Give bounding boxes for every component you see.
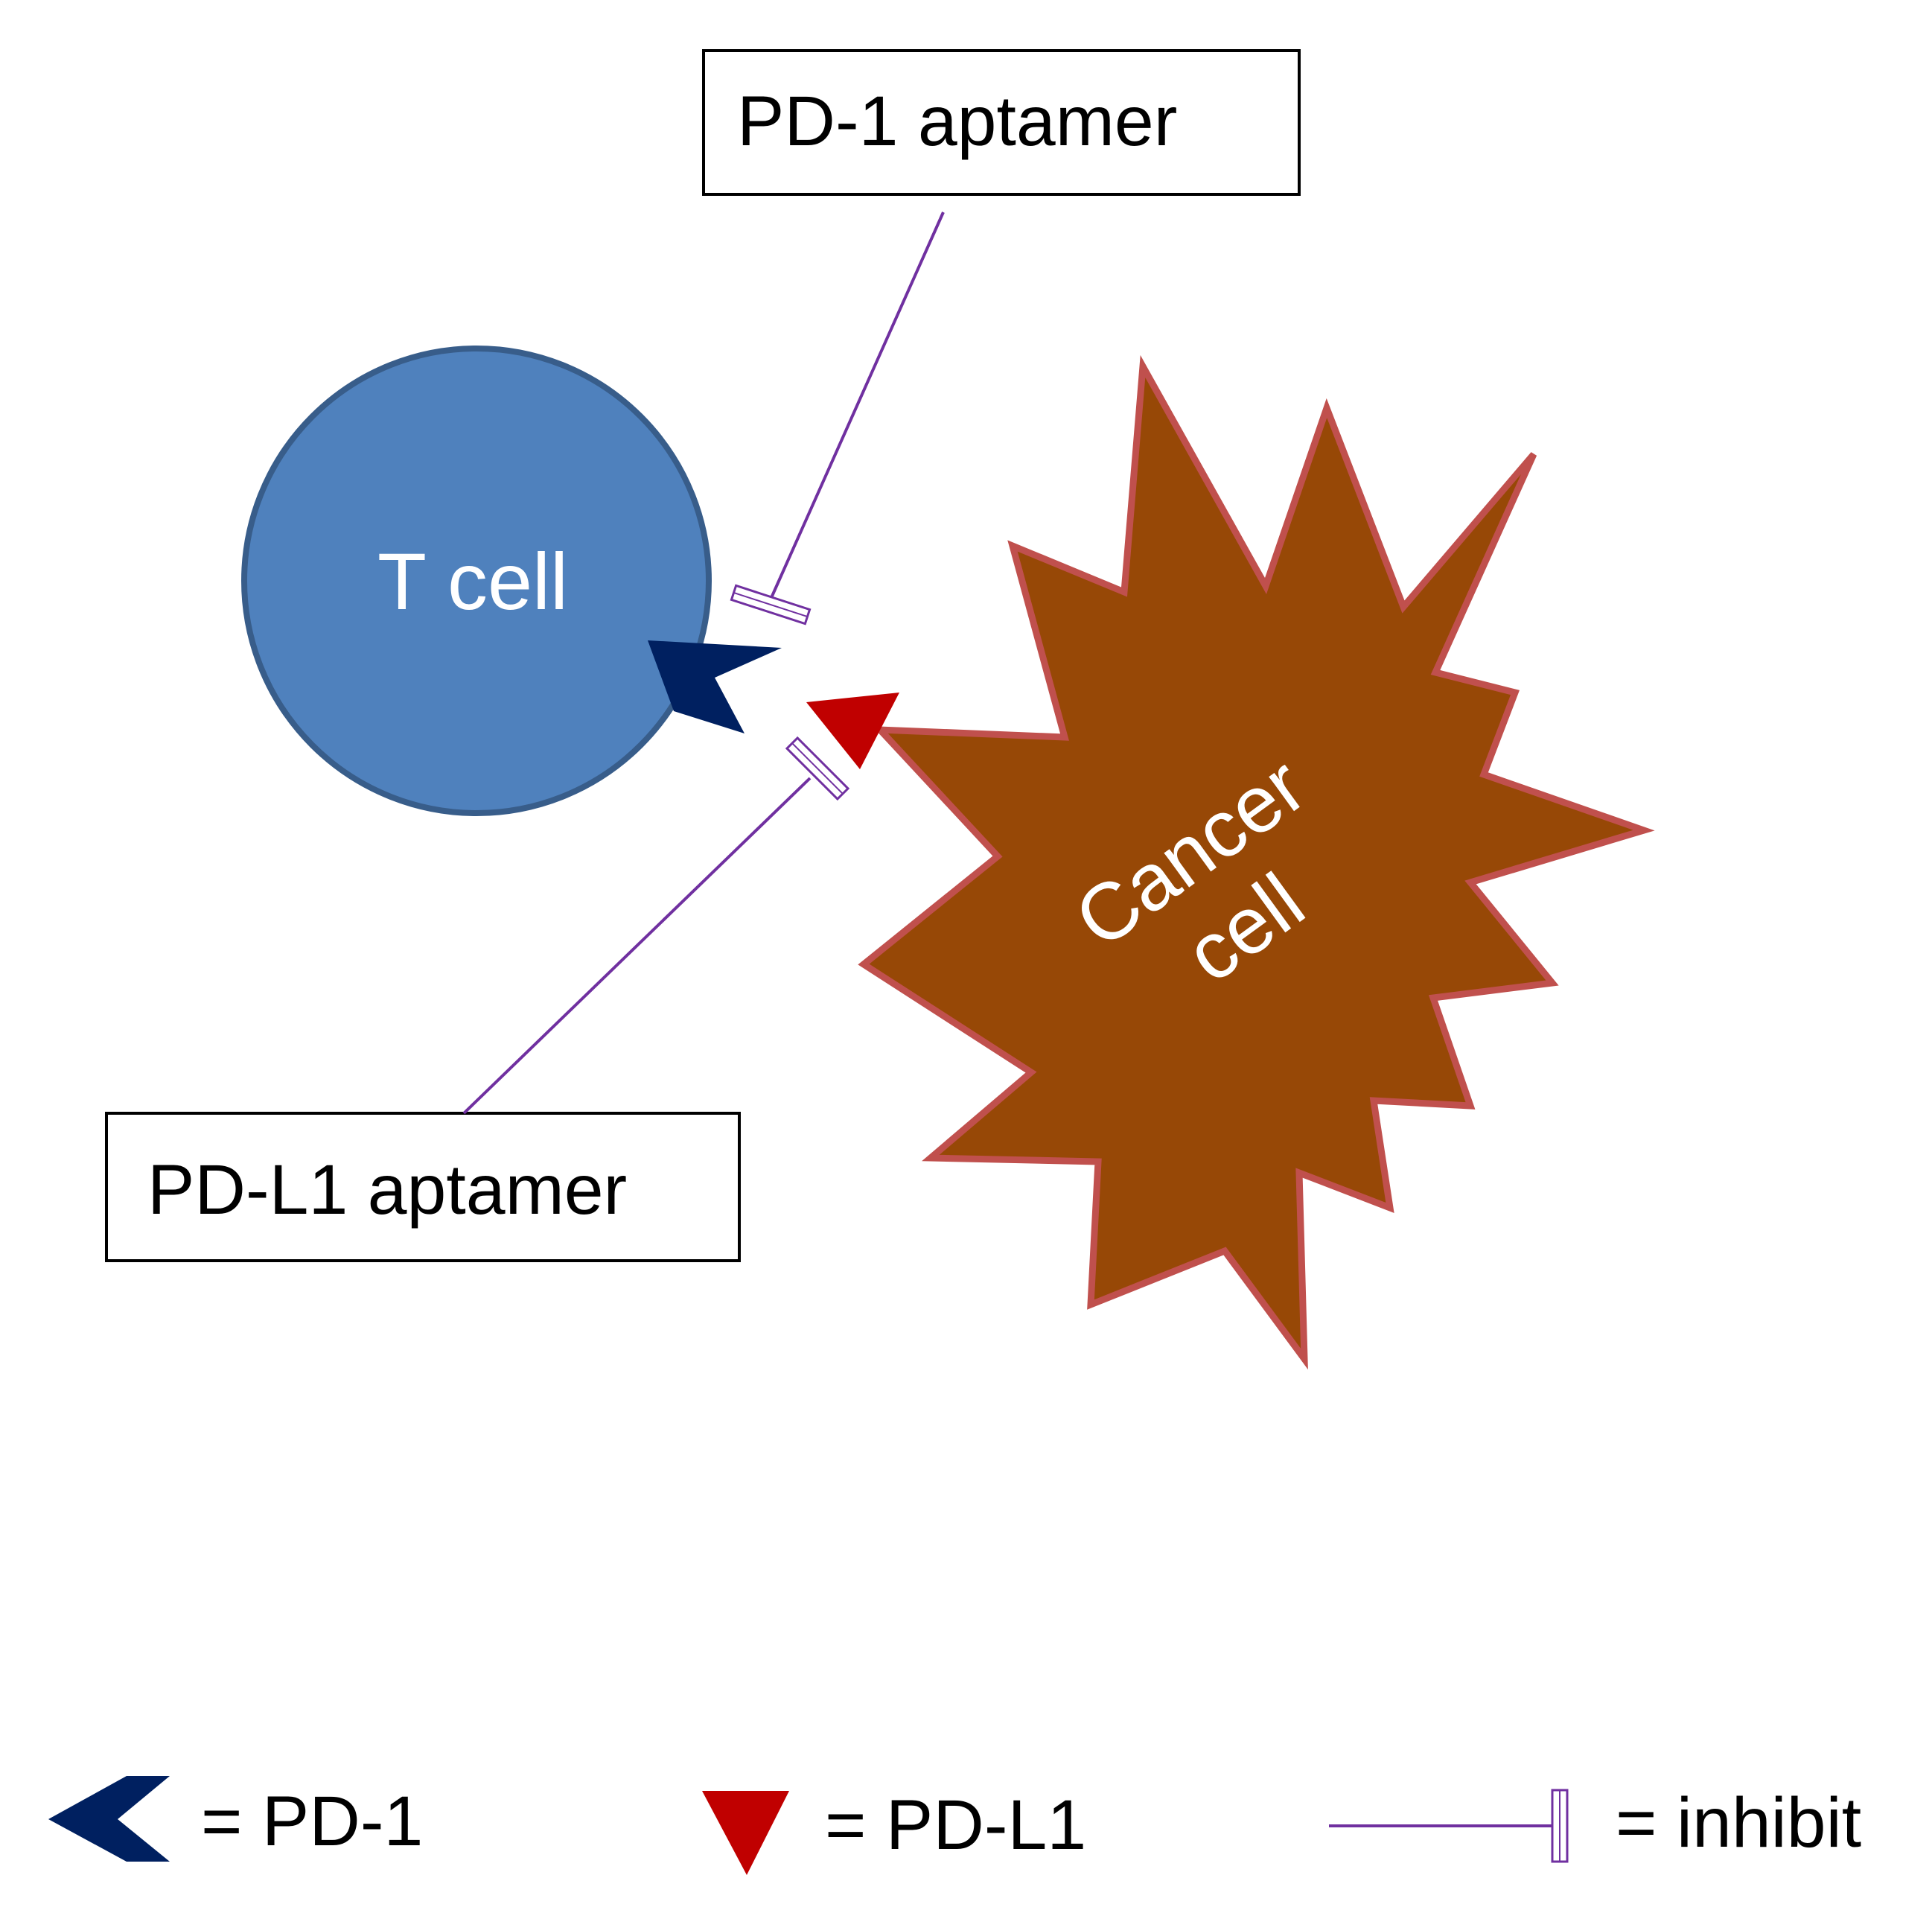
legend-inhibit-label: = inhibit xyxy=(1616,1783,1861,1862)
t-cell-label: T cell xyxy=(377,536,568,626)
legend-pdl1-label: = PD-L1 xyxy=(825,1786,1086,1865)
pd1-aptamer-label: PD-1 aptamer xyxy=(737,82,1177,161)
inhibit-bar-icon xyxy=(1551,1789,1569,1863)
cancer-cell: Cancer cell xyxy=(858,354,1655,1370)
pdl1-triangle-icon xyxy=(702,1791,789,1875)
legend: = PD-1 = PD-L1 = inhibit xyxy=(48,1776,1861,1875)
pdl1-ligand-icon xyxy=(806,693,899,769)
pd1-receptor-icon xyxy=(648,640,782,733)
legend-item-pdl1: = PD-L1 xyxy=(702,1786,1086,1875)
pd1-inhibit-bar-icon xyxy=(730,584,812,626)
pdl1-aptamer-inhibit-line xyxy=(462,736,850,1115)
pdl1-aptamer-label-box: PD-L1 aptamer xyxy=(105,1112,741,1262)
pd1-aptamer-label-box: PD-1 aptamer xyxy=(702,49,1301,196)
pdl1-aptamer-label: PD-L1 aptamer xyxy=(147,1150,627,1229)
t-cell: T cell xyxy=(241,346,712,816)
legend-item-inhibit: = inhibit xyxy=(1329,1783,1861,1863)
pd1-aptamer-inhibit-line xyxy=(730,211,945,626)
legend-item-pd1: = PD-1 xyxy=(48,1776,423,1862)
legend-pd1-label: = PD-1 xyxy=(201,1782,423,1861)
pdl1-inhibit-bar-icon xyxy=(785,736,850,801)
pd1-chevron-icon xyxy=(48,1776,170,1862)
